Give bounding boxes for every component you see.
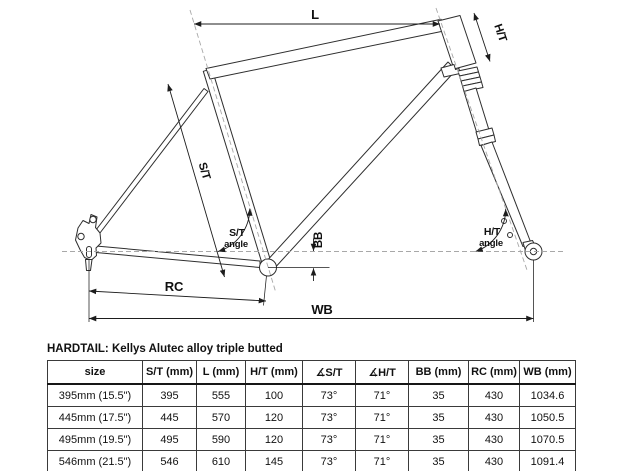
seat-stay bbox=[90, 88, 209, 240]
table-cell: 590 bbox=[196, 428, 246, 451]
dim-rc bbox=[88, 288, 267, 304]
head-tube bbox=[437, 15, 477, 70]
table-cell: 430 bbox=[468, 406, 520, 429]
column-header-8: WB (mm) bbox=[519, 360, 576, 385]
table-cell: 546 bbox=[142, 450, 197, 471]
table-cell: 73° bbox=[302, 450, 356, 471]
label-top-length: L bbox=[311, 7, 319, 22]
column-header-4: ∡S/T bbox=[302, 360, 356, 385]
table-cell: 71° bbox=[355, 406, 409, 429]
bb-rc-ext bbox=[263, 275, 267, 306]
table-cell: 35 bbox=[408, 450, 469, 471]
label-st-angle-line1: S/T bbox=[229, 227, 246, 239]
table-cell: 495 bbox=[142, 428, 197, 451]
rear-boss bbox=[77, 232, 85, 241]
table-cell: 555 bbox=[196, 383, 246, 407]
dim-ht bbox=[473, 12, 491, 62]
dimension-lines bbox=[88, 12, 534, 322]
column-header-7: RC (mm) bbox=[468, 360, 520, 385]
table-cell: 1034.6 bbox=[519, 383, 576, 407]
label-ht-angle-line1: H/T bbox=[484, 226, 501, 238]
table-cell: 120 bbox=[245, 406, 303, 429]
table-cell: 71° bbox=[355, 383, 409, 407]
table-cell: 445 bbox=[142, 406, 197, 429]
spec-title: HARDTAIL: Kellys Alutec alloy triple but… bbox=[47, 343, 283, 355]
table-cell: 71° bbox=[355, 450, 409, 471]
table-cell: 71° bbox=[355, 428, 409, 451]
column-header-5: ∡H/T bbox=[355, 360, 409, 385]
table-cell: 430 bbox=[468, 450, 520, 471]
table-cell: 145 bbox=[245, 450, 303, 471]
dim-st bbox=[167, 83, 226, 278]
label-bb-drop: BB bbox=[313, 232, 325, 248]
column-header-2: L (mm) bbox=[196, 360, 246, 385]
table-cell: 430 bbox=[468, 383, 520, 407]
ht-angle-arc bbox=[475, 208, 509, 252]
label-st-angle-line2: angle bbox=[224, 239, 248, 250]
rear-boss bbox=[89, 215, 97, 224]
seat-tube-axis bbox=[189, 9, 277, 294]
down-tube bbox=[263, 61, 457, 272]
table-cell: 1050.5 bbox=[519, 406, 576, 429]
table-cell: 610 bbox=[196, 450, 246, 471]
frame-outline bbox=[75, 15, 543, 277]
column-header-0: size bbox=[47, 360, 143, 385]
table-cell: 395mm (15.5") bbox=[47, 383, 143, 407]
rear-axle-slot bbox=[86, 246, 92, 258]
steering-axis bbox=[435, 7, 528, 271]
label-head-tube: H/T bbox=[491, 23, 508, 44]
table-cell: 1070.5 bbox=[519, 428, 576, 451]
headset-spacer bbox=[440, 64, 461, 78]
table-cell: 120 bbox=[245, 428, 303, 451]
table-cell: 35 bbox=[408, 428, 469, 451]
column-header-1: S/T (mm) bbox=[142, 360, 197, 385]
label-seat-tube: S/T bbox=[196, 161, 213, 181]
label-wheelbase: WB bbox=[311, 302, 332, 317]
st-angle-arc bbox=[217, 208, 253, 253]
table-cell: 1091.4 bbox=[519, 450, 576, 471]
table-cell: 73° bbox=[302, 406, 356, 429]
fork-boss bbox=[507, 232, 513, 238]
table-cell: 430 bbox=[468, 428, 520, 451]
diagram-labels: L H/T S/T S/T angle BB H/T angle RC WB bbox=[165, 7, 509, 317]
table-cell: 570 bbox=[196, 406, 246, 429]
table-cell: 35 bbox=[408, 406, 469, 429]
table-cell: 35 bbox=[408, 383, 469, 407]
fork-crown-band bbox=[462, 81, 484, 92]
column-header-6: BB (mm) bbox=[408, 360, 469, 385]
table-cell: 395 bbox=[142, 383, 197, 407]
fork-stanchion bbox=[463, 87, 490, 134]
table-cell: 100 bbox=[245, 383, 303, 407]
label-rear-center: RC bbox=[165, 279, 184, 294]
fork-slider-band bbox=[477, 134, 496, 146]
label-ht-angle-line2: angle bbox=[479, 238, 503, 249]
column-header-3: H/T (mm) bbox=[245, 360, 303, 385]
top-tube bbox=[205, 18, 446, 80]
table-cell: 495mm (19.5") bbox=[47, 428, 143, 451]
bike-frame-diagram: L H/T S/T S/T angle BB H/T angle RC WB bbox=[62, 7, 565, 322]
table-cell: 73° bbox=[302, 428, 356, 451]
table-cell: 73° bbox=[302, 383, 356, 407]
table-cell: 546mm (21.5") bbox=[47, 450, 143, 471]
table-cell: 445mm (17.5") bbox=[47, 406, 143, 429]
